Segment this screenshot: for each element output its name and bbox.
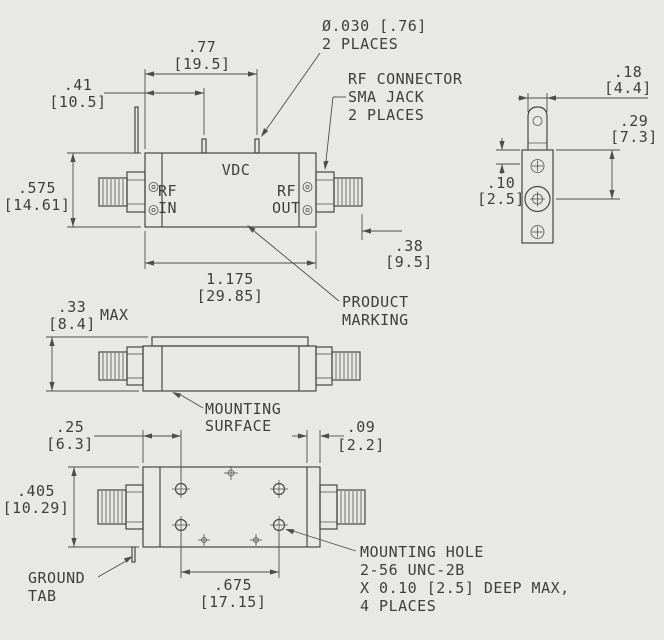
callout-connector-1: RF CONNECTOR (348, 70, 463, 88)
side-view (98, 336, 361, 392)
callout-hole-1: MOUNTING HOLE (360, 543, 484, 561)
end-view-dimensions: .18 [4.4] .29 [7.3] .10 [2.5] (477, 63, 658, 208)
dim-pin1-inches: .41 (64, 76, 93, 94)
callout-hole-4: 4 PLACES (360, 597, 436, 615)
dim-pin1-mm: [10.5] (49, 93, 106, 111)
dim-offset-inches: .10 (487, 174, 516, 192)
dim-tab-inches: .18 (614, 63, 643, 81)
dim-tab-mm: [4.4] (604, 79, 652, 97)
dim-center-mm: [7.3] (610, 128, 658, 146)
dim-pin2-inches: .77 (188, 38, 217, 56)
rf-in-label-1: RF (158, 182, 177, 200)
sma-connector-left-side (98, 346, 144, 386)
dim-offset-mm: [2.5] (477, 190, 525, 208)
front-view-dimensions: .77 [19.5] .41 [10.5] .575 [14.61] 1.175… (4, 17, 463, 329)
dim-hole-offset-inches: .25 (56, 418, 85, 436)
dim-length-inches: 1.175 (206, 270, 254, 288)
dim-connector-inches: .38 (395, 237, 424, 255)
sma-connector-right (315, 171, 363, 213)
dim-edge-inches: .09 (347, 418, 376, 436)
dim-height-mm: [14.61] (4, 196, 71, 214)
dim-width-mm: [10.29] (3, 499, 70, 517)
dim-pin2-mm: [19.5] (173, 55, 230, 73)
top-center-hole (224, 466, 238, 480)
plan-view-dimensions: .25 [6.3] .09 [2.2] .405 [10.29] .675 [1… (3, 418, 570, 615)
dim-length-mm: [29.85] (197, 287, 264, 305)
dim-edge-mm: [2.2] (337, 436, 385, 454)
vdc-pin-1 (201, 138, 207, 154)
callout-ground-2: TAB (28, 587, 57, 605)
callout-ground-1: GROUND (28, 569, 85, 587)
rf-out-label-1: RF (277, 182, 296, 200)
rf-in-label-2: IN (158, 199, 177, 217)
rf-out-label-2: OUT (272, 199, 301, 217)
front-view: VDC RF IN RF OUT (98, 106, 363, 228)
mounting-hole-1 (172, 480, 190, 498)
end-view (521, 106, 554, 244)
dim-connector-mm: [9.5] (385, 253, 433, 271)
mounting-hole-3 (270, 480, 288, 498)
dim-hole-offset-mm: [6.3] (46, 435, 94, 453)
callout-marking-2: MARKING (342, 311, 409, 329)
vdc-pin-plan-1 (198, 534, 210, 546)
dim-side-height-inches: .33 (58, 298, 87, 316)
callout-marking-1: PRODUCT (342, 293, 409, 311)
sma-connector-right-side (315, 346, 361, 386)
callout-connector-2: SMA JACK (348, 88, 424, 106)
mounting-hole-4 (270, 516, 288, 534)
ground-tab-plan (131, 546, 136, 563)
callout-hole-3: X 0.10 [2.5] DEEP MAX, (360, 579, 570, 597)
callout-pin-dia-2: 2 PLACES (322, 35, 398, 53)
sma-connector-left-plan (97, 484, 144, 530)
callout-surface-1: MOUNTING (205, 400, 281, 418)
dim-side-height-max: MAX (100, 306, 129, 324)
mounting-hole-2 (172, 516, 190, 534)
callout-hole-2: 2-56 UNC-2B (360, 561, 465, 579)
plan-view (97, 466, 366, 563)
sma-connector-right-plan (319, 484, 366, 530)
dim-center-inches: .29 (620, 112, 649, 130)
callout-pin-dia-1: Ø.030 [.76] (322, 17, 427, 35)
callout-surface-2: SURFACE (205, 417, 272, 435)
dim-hole-span-inches: .675 (214, 576, 252, 594)
vdc-pin-plan-2 (250, 534, 262, 546)
vdc-pin-2 (254, 138, 260, 154)
ground-tab-front (134, 106, 139, 154)
dim-side-height-mm: [8.4] (48, 315, 96, 333)
vdc-label: VDC (222, 161, 251, 179)
callout-connector-3: 2 PLACES (348, 106, 424, 124)
dim-height-inches: .575 (18, 179, 56, 197)
dim-hole-span-mm: [17.15] (200, 593, 267, 611)
sma-connector-left (98, 171, 146, 213)
side-view-dimensions: .33 [8.4] MAX MOUNTING SURFACE (46, 298, 281, 435)
dim-width-inches: .405 (17, 482, 55, 500)
